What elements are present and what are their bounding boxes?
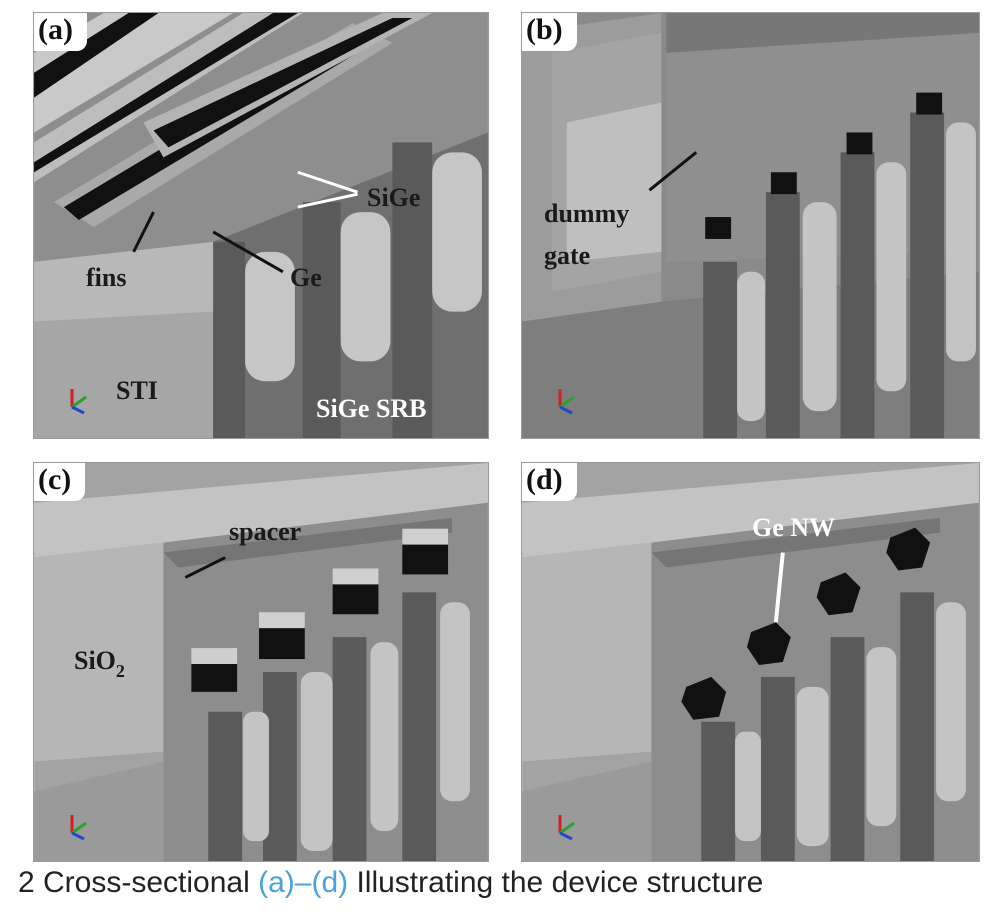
label-spacer: spacer [229,517,302,546]
panel-b-label: (b) [522,13,577,51]
caption-prefix: 2 Cross-sectional [18,868,250,899]
label-sige-srb: SiGe SRB [316,394,427,423]
axis-triad-icon [70,389,87,415]
axis-triad-icon [558,389,575,415]
panel-a-label: (a) [34,13,87,51]
label-sti: STI [116,376,158,405]
panel-c-illustration [34,463,488,861]
panel-d-label: (d) [522,463,577,501]
label-ge-nw: Ge NW [752,513,836,542]
panel-a: (a) SiGe fins Ge STI SiGe SRB [33,12,489,439]
panel-b: (b) dummy gate [521,12,980,439]
label-ge: Ge [290,263,322,292]
label-dummy: dummy [544,199,630,228]
panel-b-illustration [522,13,979,438]
panel-c: (c) spacer SiO2 [33,462,489,862]
panel-c-label: (c) [34,463,86,501]
panel-d: (d) Ge NW [521,462,980,862]
label-sige: SiGe [367,183,421,212]
panel-a-illustration [34,13,488,438]
panel-d-illustration [522,463,979,861]
label-gate: gate [544,241,591,270]
label-sio2-subscript: 2 [115,661,125,681]
label-sio2: SiO2 [74,646,125,681]
figure-caption: 2 Cross-sectional (a)–(d) Illustrating t… [18,868,998,912]
label-fins: fins [86,263,127,292]
caption-panel-link[interactable]: (a)–(d) [258,868,349,899]
axis-triad-icon [70,815,87,841]
caption-suffix: Illustrating the device structure [348,868,764,899]
label-sio2-main: SiO [74,646,116,675]
axis-triad-icon [558,815,575,841]
